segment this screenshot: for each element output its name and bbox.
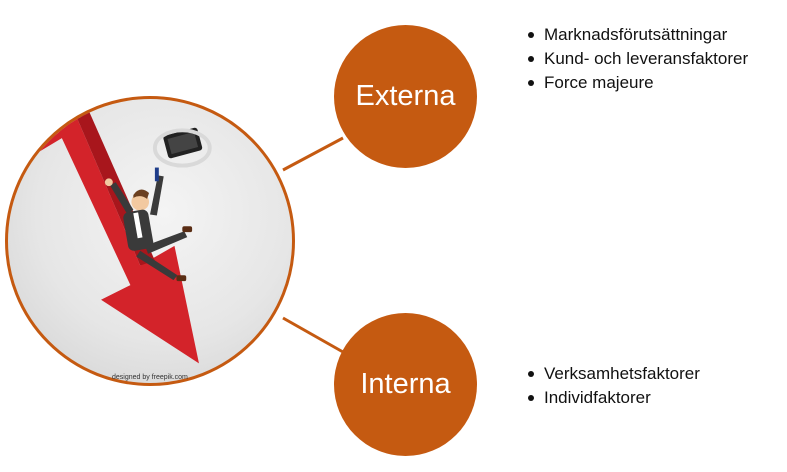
list-item: Marknadsförutsättningar bbox=[526, 24, 784, 45]
falling-arrow-icon bbox=[8, 99, 199, 364]
list-item: Force majeure bbox=[526, 72, 784, 93]
internal-factors-label: Interna bbox=[360, 368, 451, 400]
illustration-circle bbox=[5, 96, 295, 386]
list-item: Kund- och leveransfaktorer bbox=[526, 48, 784, 69]
external-factors-list: Marknadsförutsättningar Kund- och levera… bbox=[526, 24, 784, 96]
internal-factors-node: Interna bbox=[334, 313, 477, 456]
list-item: Individfaktorer bbox=[526, 387, 784, 408]
internal-factors-list: Verksamhetsfaktorer Individfaktorer bbox=[526, 363, 784, 411]
external-factors-node: Externa bbox=[334, 25, 477, 168]
connector-external bbox=[282, 136, 344, 172]
falling-businessman-icon bbox=[8, 99, 212, 364]
image-credit: designed by freepik.com bbox=[112, 374, 188, 381]
list-item: Verksamhetsfaktorer bbox=[526, 363, 784, 384]
external-factors-label: Externa bbox=[355, 80, 456, 112]
connector-internal bbox=[282, 316, 344, 354]
